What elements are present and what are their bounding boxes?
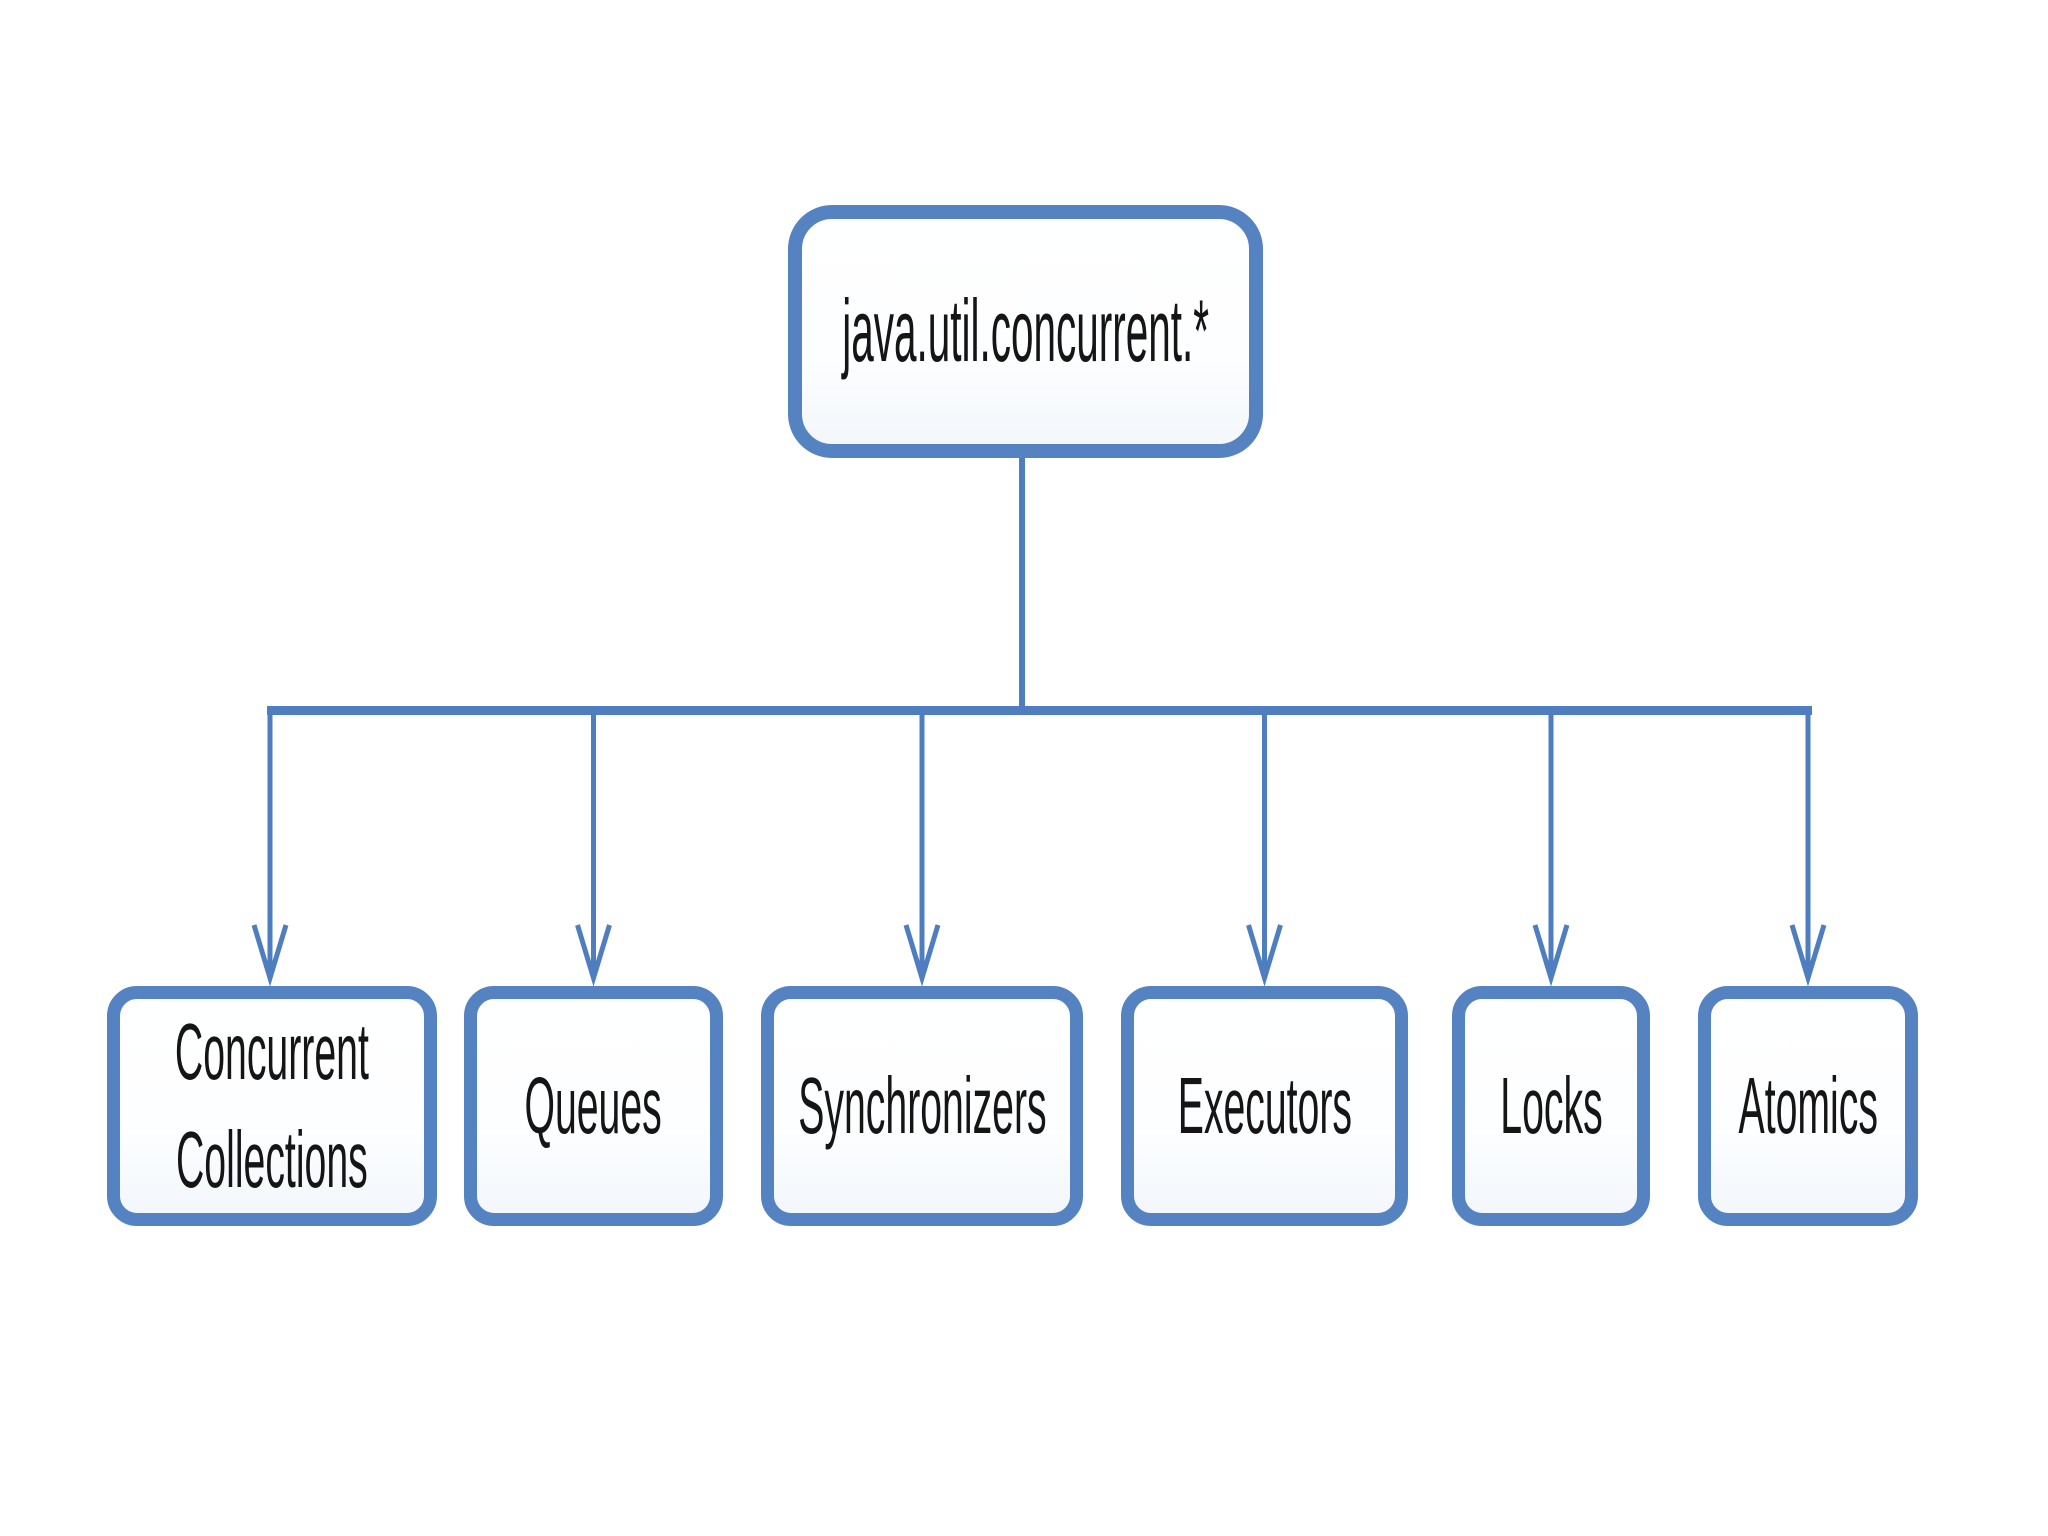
node-queues-label: Queues [524, 1061, 663, 1150]
arrowhead-down-icon-2 [575, 924, 612, 987]
arrowhead-down-icon-4 [1246, 924, 1283, 987]
node-concurrent-collections: Concurrent Collections [107, 986, 437, 1226]
node-synchronizers: Synchronizers [761, 986, 1083, 1226]
node-atomics-label: Atomics [1738, 1061, 1878, 1150]
node-atomics: Atomics [1698, 986, 1918, 1226]
label-line-2: Collections [176, 1115, 368, 1204]
arrowhead-down-icon-1 [251, 924, 289, 987]
label-line-1: Concurrent [175, 1007, 369, 1096]
arrowhead-down-icon-3 [903, 924, 941, 987]
node-java-util-concurrent-label: java.util.concurrent.* [842, 281, 1209, 381]
node-executors: Executors [1121, 986, 1408, 1226]
node-concurrent-collections-label: Concurrent Collections [175, 998, 369, 1214]
arrowhead-down-icon-5 [1532, 924, 1570, 987]
node-locks-label: Locks [1499, 1061, 1603, 1150]
node-synchronizers-label: Synchronizers [797, 1061, 1047, 1150]
node-queues: Queues [464, 986, 723, 1226]
arrowhead-down-icon-6 [1789, 924, 1827, 987]
node-executors-label: Executors [1177, 1061, 1352, 1150]
node-locks: Locks [1452, 986, 1650, 1226]
node-java-util-concurrent: java.util.concurrent.* [788, 205, 1263, 458]
